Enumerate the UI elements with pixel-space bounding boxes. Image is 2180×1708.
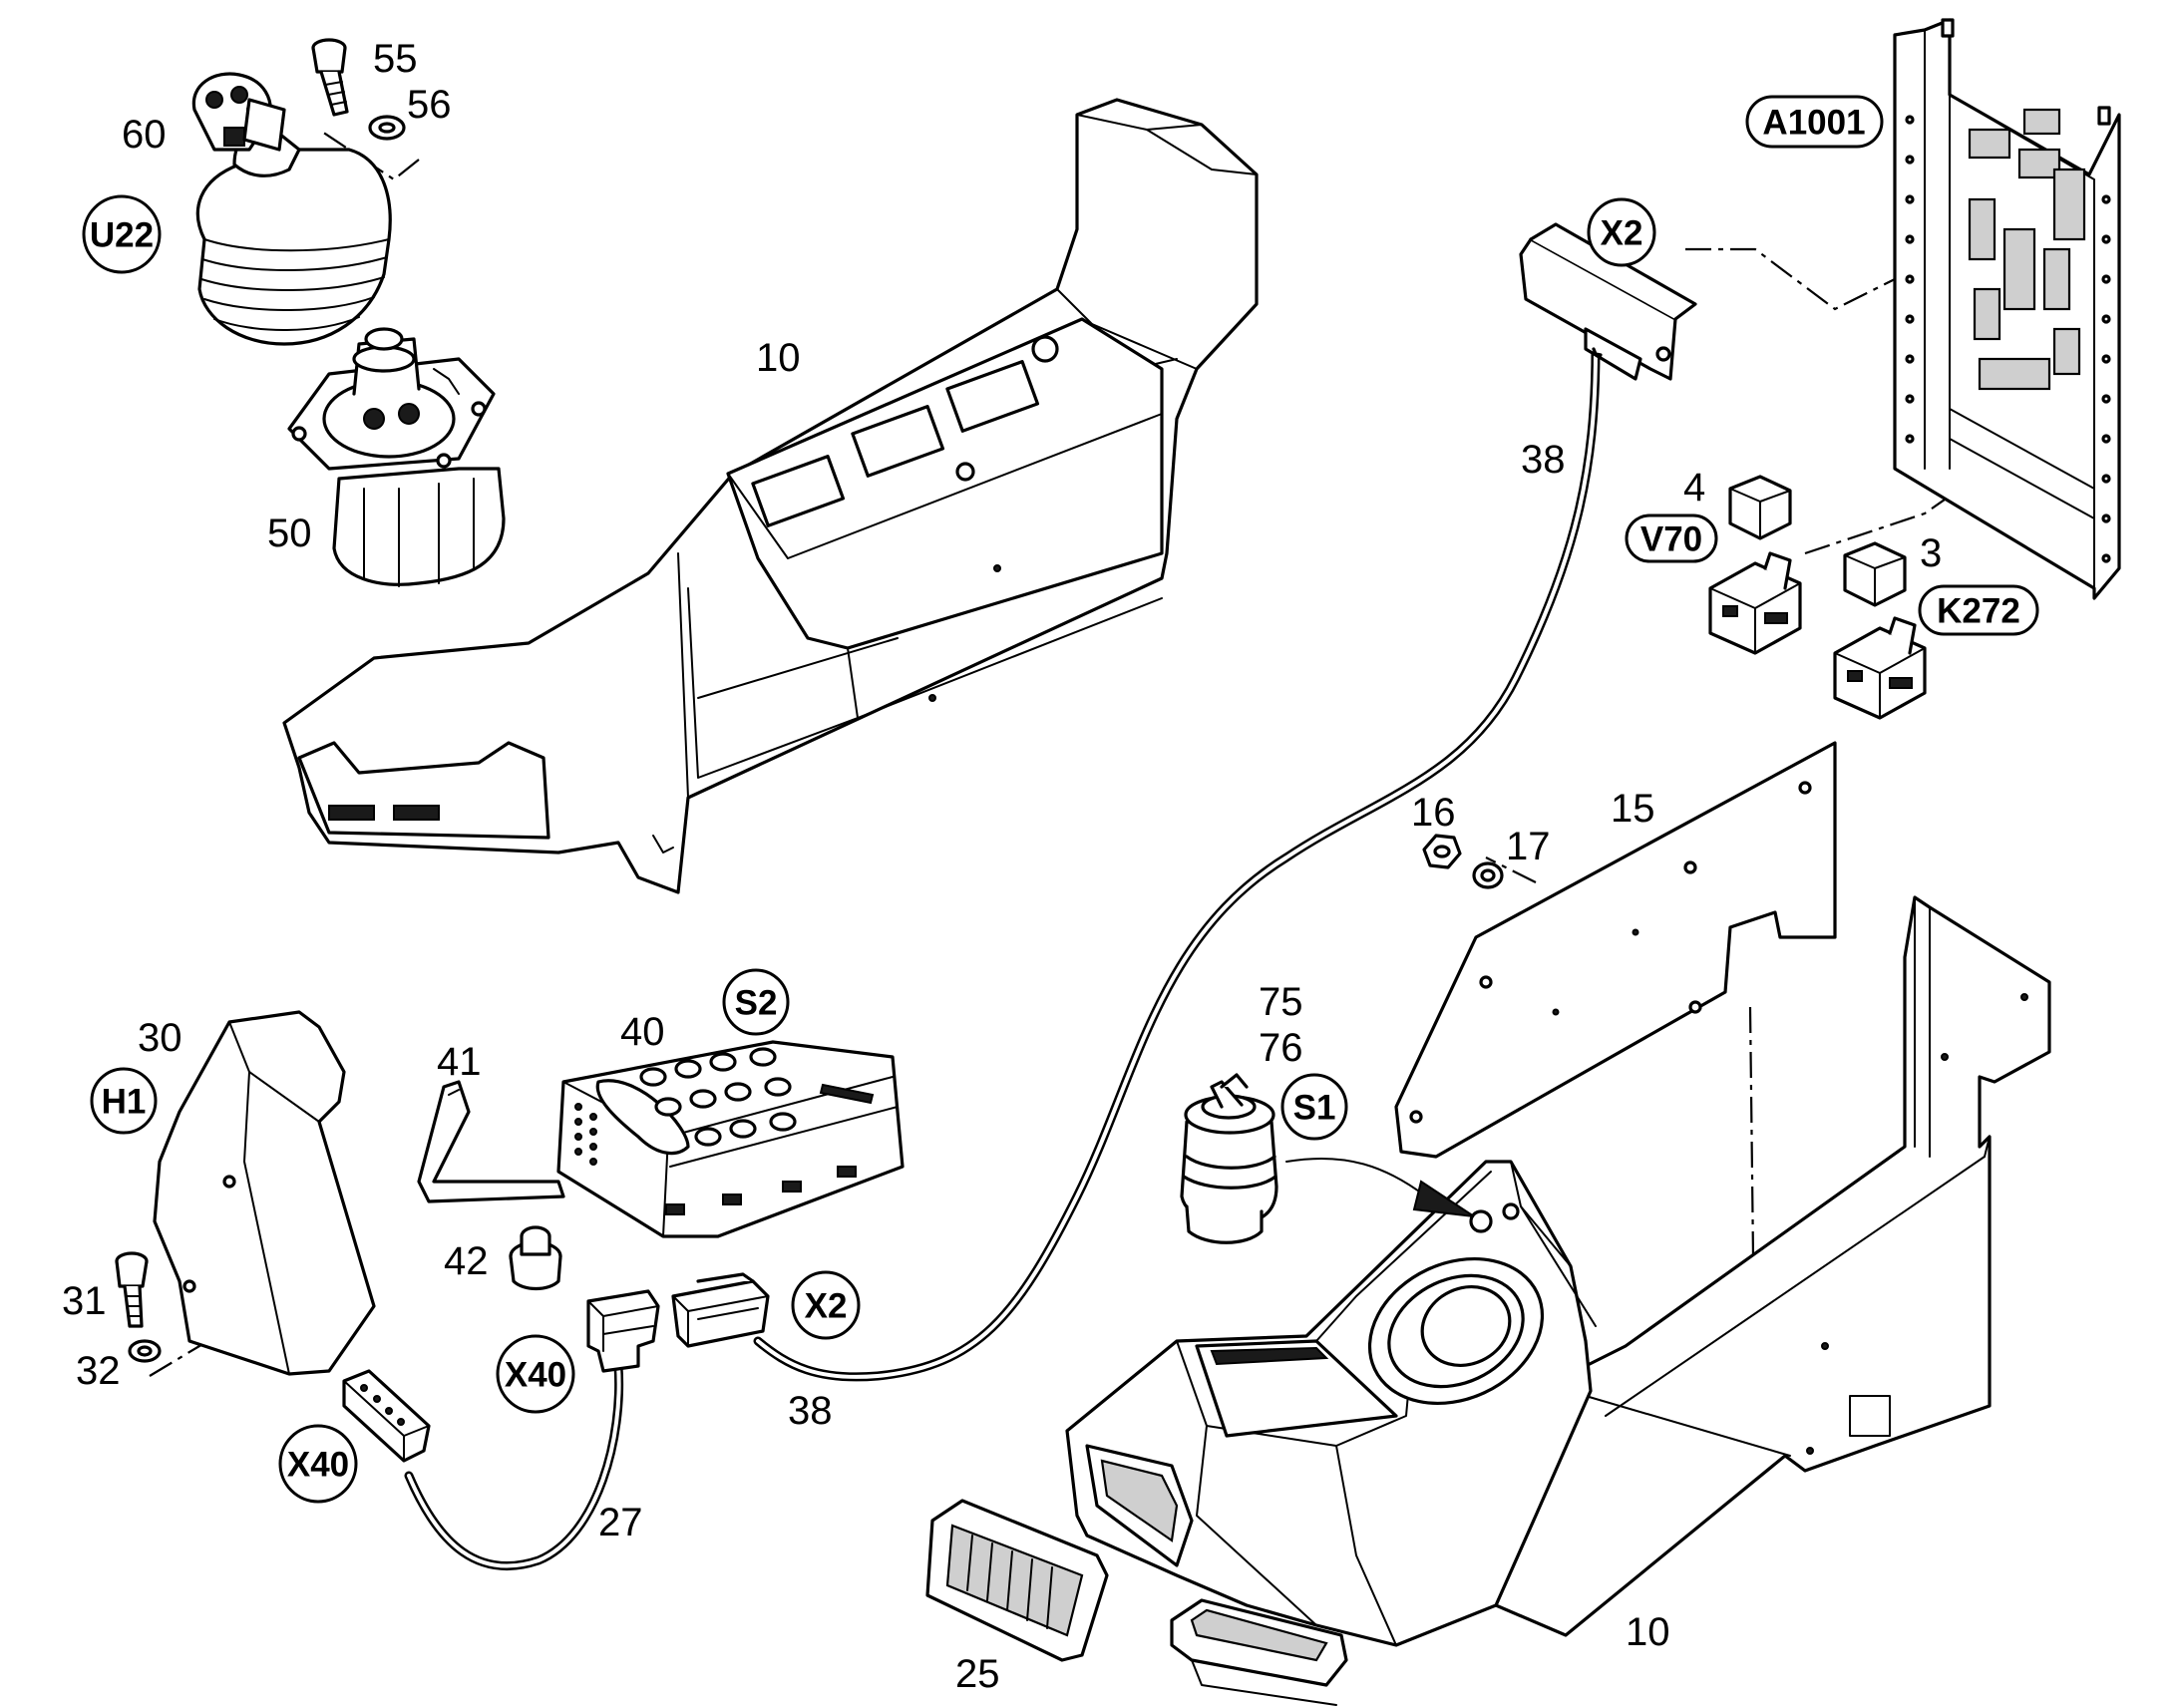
circuit-board-a1001 <box>1893 18 2121 600</box>
vent-25 <box>925 1499 1109 1662</box>
tag-s2: S2 <box>722 968 790 1036</box>
toggle-switches <box>639 1047 797 1147</box>
part-number-15: 15 <box>1611 787 1655 831</box>
tag-k272: K272 <box>1918 584 2039 636</box>
svg-text:X40: X40 <box>287 1446 349 1485</box>
console-10-lower <box>1065 895 2051 1647</box>
part-number-56: 56 <box>407 83 452 127</box>
part-number-76: 76 <box>1259 1026 1303 1070</box>
part-number-17: 17 <box>1506 825 1551 868</box>
connector-x2-bottom <box>671 1272 770 1348</box>
part-number-40: 40 <box>620 1010 665 1054</box>
connector-x40-plug <box>342 1369 431 1463</box>
tag-x40-upper: X40 <box>496 1334 575 1414</box>
tag-a1001: A1001 <box>1745 95 1884 149</box>
connector-x2-top <box>1519 222 1697 381</box>
board-mounting-holes <box>1905 115 2111 563</box>
screw-55 <box>311 38 349 117</box>
cover-plate-15 <box>1394 741 1837 1159</box>
svg-text:X2: X2 <box>1601 214 1643 253</box>
part-number-3: 3 <box>1920 531 1942 575</box>
cable-27 <box>404 1361 624 1570</box>
svg-text:U22: U22 <box>90 216 154 255</box>
part-number-30: 30 <box>138 1016 182 1060</box>
washer-32 <box>128 1339 162 1363</box>
svg-text:A1001: A1001 <box>1762 104 1865 143</box>
part-number-31: 31 <box>62 1279 107 1323</box>
tag-x40-lower: X40 <box>278 1424 358 1504</box>
part-number-41: 41 <box>437 1040 482 1084</box>
part-number-32: 32 <box>76 1349 121 1393</box>
joystick-base-50 <box>287 327 506 587</box>
insert-arrow <box>1285 1157 1475 1217</box>
console-10-upper <box>282 98 1259 894</box>
screw-31 <box>115 1251 149 1328</box>
part-number-42: 42 <box>444 1239 489 1283</box>
part-number-10-lower: 10 <box>1626 1610 1670 1654</box>
vent-small <box>1170 1598 1348 1706</box>
part-number-60: 60 <box>122 113 167 157</box>
part-number-38-upper: 38 <box>1521 438 1566 482</box>
svg-text:V70: V70 <box>1640 520 1702 559</box>
part-number-16: 16 <box>1411 791 1456 835</box>
part-number-labels: 55 56 60 50 10 38 4 3 16 17 15 30 41 40 … <box>62 37 1942 1696</box>
svg-text:H1: H1 <box>102 1083 147 1122</box>
svg-text:K272: K272 <box>1937 592 2020 631</box>
tag-s1: S1 <box>1280 1073 1348 1141</box>
tag-h1: H1 <box>90 1067 158 1135</box>
knob-42 <box>509 1225 562 1291</box>
relay-3 <box>1843 541 1907 607</box>
part-number-50: 50 <box>267 512 312 555</box>
reference-tags: U22 A1001 X2 V70 K272 S2 H1 S1 <box>82 95 2039 1504</box>
key-switch-75 <box>1180 1073 1278 1244</box>
relay-4 <box>1728 475 1792 540</box>
relay-socket-v70 <box>1708 551 1802 655</box>
tag-x2-bottom: X2 <box>791 1270 861 1340</box>
part-number-75: 75 <box>1259 980 1303 1024</box>
joystick-60 <box>191 72 392 346</box>
housing-30 <box>153 1010 376 1376</box>
connector-x40-socket <box>586 1289 660 1373</box>
svg-text:S1: S1 <box>1293 1089 1336 1128</box>
part-number-10-upper: 10 <box>756 336 801 380</box>
svg-text:X2: X2 <box>805 1287 848 1326</box>
switch-panel-40 <box>556 1040 905 1238</box>
tag-u22: U22 <box>82 194 162 274</box>
svg-text:S2: S2 <box>735 984 778 1023</box>
part-number-27: 27 <box>598 1501 643 1544</box>
part-number-38-lower: 38 <box>788 1389 833 1433</box>
part-number-55: 55 <box>373 37 418 81</box>
svg-text:X40: X40 <box>505 1356 566 1395</box>
tag-v70: V70 <box>1625 513 1718 563</box>
tag-x2-top: X2 <box>1587 197 1656 267</box>
nut-16 <box>1422 834 1462 869</box>
part-number-25: 25 <box>955 1652 1000 1696</box>
part-number-4: 4 <box>1683 466 1705 510</box>
cable-38 <box>753 344 1601 1382</box>
washer-56 <box>368 115 406 141</box>
washer-17 <box>1472 861 1504 889</box>
relay-socket-k272 <box>1833 616 1927 720</box>
bracket-41 <box>417 1080 565 1203</box>
